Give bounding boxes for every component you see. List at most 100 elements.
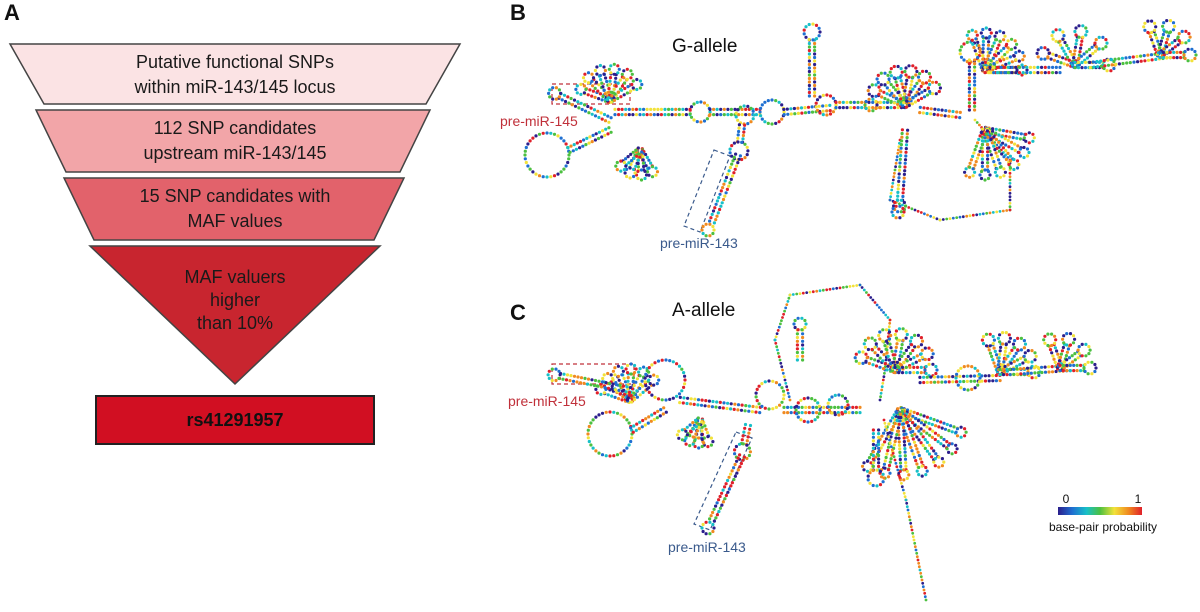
nucleotide [729, 472, 733, 476]
nucleotide [1135, 54, 1139, 59]
nucleotide [613, 366, 617, 370]
nucleotide [935, 217, 939, 221]
nucleotide [622, 376, 626, 380]
nucleotide [664, 358, 668, 362]
nucleotide [599, 392, 603, 396]
nucleotide [1013, 39, 1017, 43]
nucleotide [556, 134, 560, 138]
nucleotide [726, 478, 730, 483]
nucleotide [977, 380, 982, 384]
nucleotide [1017, 59, 1021, 63]
nucleotide [677, 392, 682, 396]
nucleotide [857, 361, 861, 365]
nucleotide [813, 55, 817, 60]
nucleotide [910, 102, 915, 106]
nucleotide [905, 332, 909, 337]
nucleotide [1073, 45, 1078, 49]
nucleotide [992, 71, 996, 75]
nucleotide [741, 137, 745, 141]
nucleotide [914, 73, 918, 77]
nucleotide [922, 380, 926, 385]
nucleotide [619, 451, 623, 455]
nucleotide [937, 425, 941, 429]
nucleotide [791, 293, 795, 296]
nucleotide [1177, 39, 1181, 43]
nucleotide [801, 358, 805, 362]
nucleotide [973, 79, 977, 83]
nucleotide [726, 172, 730, 176]
nucleotide [571, 379, 576, 383]
nucleotide [813, 87, 817, 91]
nucleotide [1008, 135, 1012, 139]
nucleotide [1007, 340, 1011, 344]
nucleotide [927, 421, 931, 425]
nucleotide [1046, 343, 1050, 348]
nucleotide [1190, 47, 1194, 51]
nucleotide [549, 131, 553, 135]
nucleotide [901, 422, 906, 426]
nucleotide [980, 374, 984, 378]
nucleotide [925, 469, 929, 473]
nucleotide [1008, 166, 1013, 170]
nucleotide [986, 54, 991, 58]
nucleotide [744, 404, 748, 408]
nucleotide [644, 384, 648, 388]
nucleotide [733, 448, 737, 452]
nucleotide [738, 105, 743, 109]
nucleotide [589, 443, 593, 447]
nucleotide [884, 313, 888, 317]
nucleotide [647, 378, 651, 382]
nucleotide [973, 72, 977, 76]
nucleotide [904, 147, 908, 151]
nucleotide [1068, 50, 1072, 54]
nucleotide [641, 384, 645, 388]
nucleotide [1052, 58, 1056, 62]
nucleotide [617, 67, 621, 71]
nucleotide [1040, 71, 1044, 75]
nucleotide [942, 437, 946, 442]
nucleotide [886, 354, 890, 358]
nucleotide [618, 383, 622, 387]
nucleotide [897, 415, 901, 419]
nucleotide [896, 468, 900, 472]
nucleotide [1073, 352, 1077, 356]
nucleotide [1014, 51, 1018, 55]
nucleotide [595, 72, 599, 76]
nucleotide [611, 376, 615, 381]
nucleotide [903, 85, 908, 89]
nucleotide [891, 213, 895, 218]
nucleotide [898, 447, 902, 451]
nucleotide [656, 409, 660, 413]
nucleotide [597, 97, 601, 101]
nucleotide [1080, 60, 1084, 64]
nucleotide [656, 107, 660, 111]
structure-c-pre-mir-145-label: pre-miR-145 [508, 393, 586, 409]
nucleotide [967, 108, 972, 112]
nucleotide [908, 427, 912, 431]
nucleotide [694, 425, 698, 429]
nucleotide [882, 462, 887, 466]
nucleotide [1000, 55, 1004, 59]
nucleotide [993, 364, 997, 368]
nucleotide [907, 473, 911, 477]
nucleotide [592, 383, 597, 388]
nucleotide [942, 421, 946, 425]
nucleotide [715, 400, 719, 404]
nucleotide [989, 153, 993, 157]
nucleotide [736, 403, 741, 407]
nucleotide [871, 450, 876, 454]
nucleotide [995, 154, 1000, 158]
nucleotide [995, 60, 999, 64]
nucleotide [897, 371, 901, 375]
nucleotide [1088, 66, 1092, 70]
nucleotide [910, 528, 914, 532]
nucleotide [740, 107, 744, 111]
nucleotide [712, 107, 716, 111]
nucleotide [899, 74, 903, 78]
nucleotide [886, 80, 890, 85]
nucleotide [915, 365, 920, 369]
nucleotide [1007, 162, 1011, 167]
nucleotide [803, 318, 807, 323]
nucleotide [888, 362, 893, 366]
nucleotide [807, 80, 812, 84]
